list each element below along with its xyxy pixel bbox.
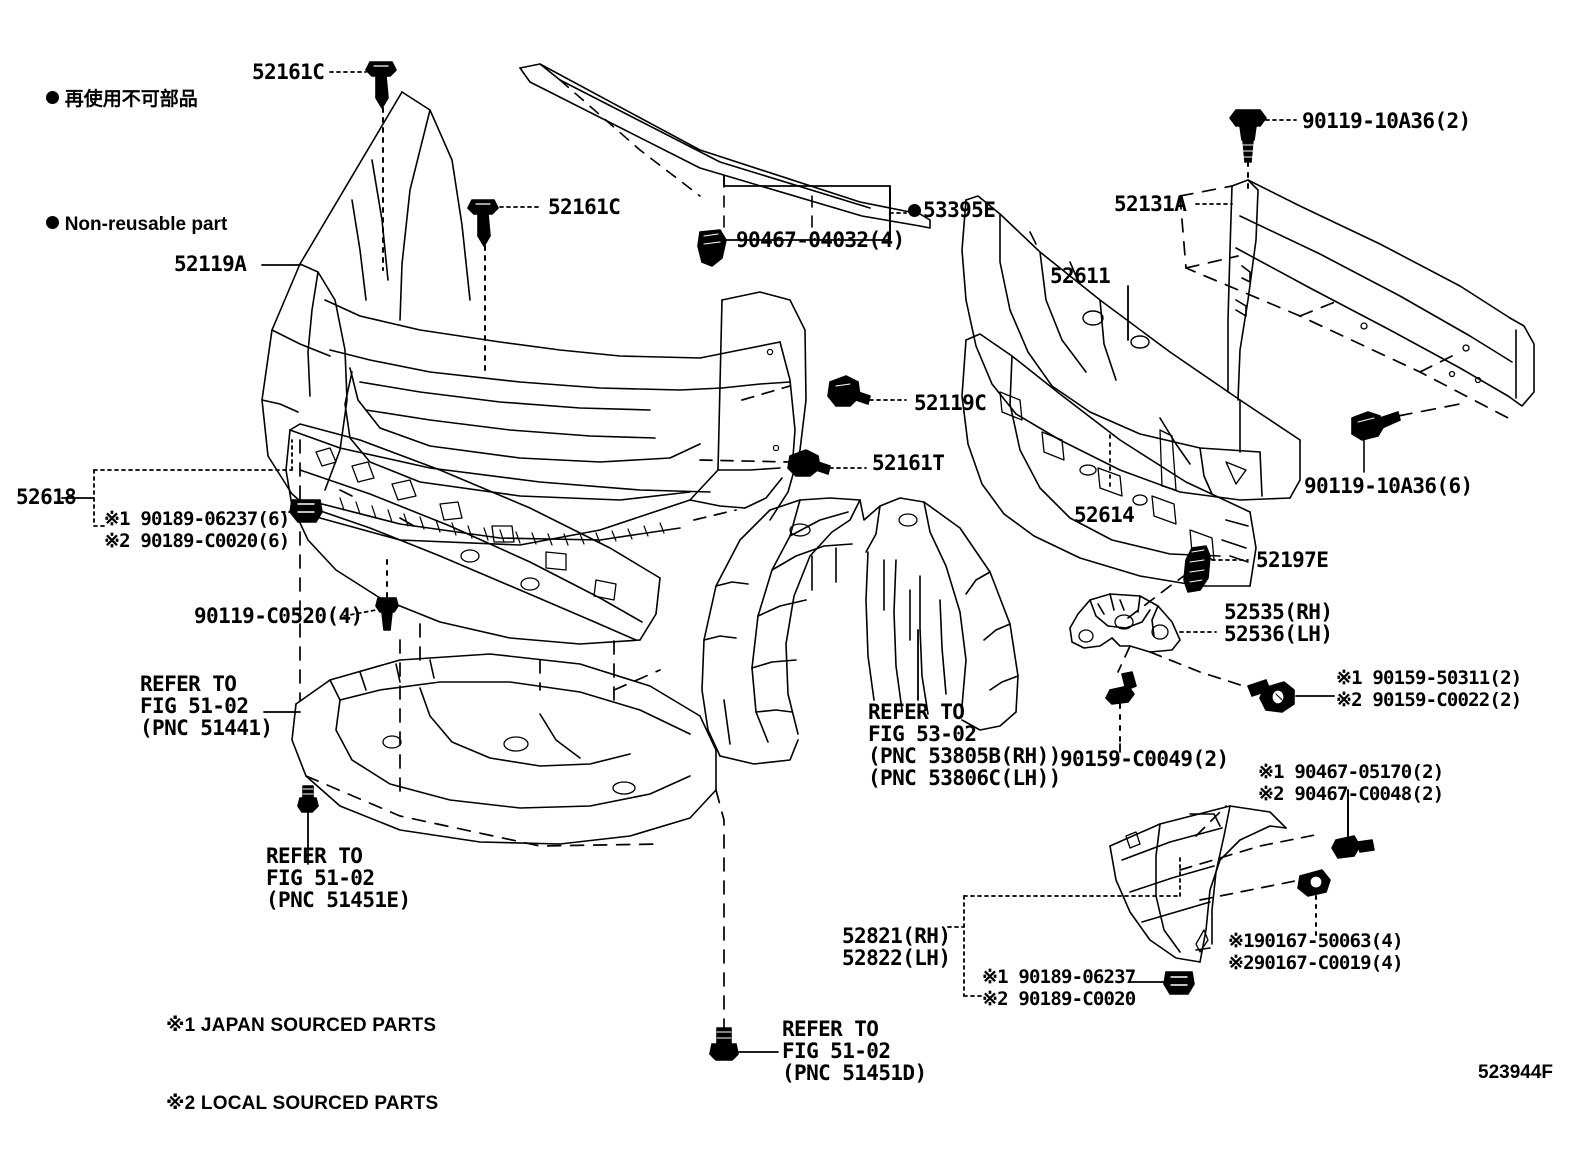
label-90119-10a36-2[interactable]: 90119-10A36(2) bbox=[1302, 109, 1471, 133]
fastener-90159-c0049 bbox=[1105, 671, 1137, 705]
part-engine-under-cover bbox=[291, 653, 717, 845]
label-90467-04032[interactable]: 90467-04032(4) bbox=[736, 228, 905, 252]
label-90189-c0020-6[interactable]: ※2 90189-C0020(6) bbox=[104, 530, 290, 552]
label-53395e: 53395E bbox=[923, 198, 996, 222]
fastener-52161c-mid bbox=[467, 199, 499, 247]
fastener-90159-50311 bbox=[1247, 679, 1295, 713]
part-52119a-bumper-cover bbox=[261, 91, 807, 546]
part-fender-liner bbox=[701, 497, 1019, 765]
label-52611[interactable]: 52611 bbox=[1050, 264, 1111, 288]
fastener-90119-10a36-6 bbox=[1351, 411, 1401, 441]
filled-circle-icon bbox=[45, 216, 59, 230]
label-52119a[interactable]: 52119A bbox=[174, 252, 247, 276]
label-52131a[interactable]: 52131A bbox=[1114, 192, 1187, 216]
label-90119-10a36-6[interactable]: 90119-10A36(6) bbox=[1304, 474, 1473, 498]
label-90167-c0019[interactable]: ※290167-C0019(4) bbox=[1228, 952, 1404, 974]
legend-row-japanese: 再使用不可部品 bbox=[14, 62, 227, 137]
part-52614-absorber bbox=[961, 333, 1257, 587]
fastener-90189-06237-nut bbox=[1163, 971, 1195, 995]
fastener-90119-10a36-2 bbox=[1229, 109, 1267, 163]
fastener-51451e-screw bbox=[297, 785, 319, 813]
legend-english-text: Non-reusable part bbox=[64, 214, 228, 235]
label-52161t[interactable]: 52161T bbox=[872, 451, 945, 475]
label-90167-50063[interactable]: ※190167-50063(4) bbox=[1228, 930, 1404, 952]
label-90159-c0022[interactable]: ※2 90159-C0022(2) bbox=[1336, 689, 1522, 711]
figure-id: 523944F bbox=[1478, 1062, 1554, 1083]
part-52197e-clip bbox=[1183, 545, 1211, 593]
label-90159-50311[interactable]: ※1 90159-50311(2) bbox=[1336, 667, 1522, 689]
fastener-90467-04032 bbox=[697, 229, 727, 267]
fastener-52161t bbox=[787, 449, 831, 477]
label-refer-51451e[interactable]: REFER TO FIG 51-02 (PNC 51451E) bbox=[266, 844, 411, 912]
legend-non-reusable: 再使用不可部品 Non-reusable part bbox=[14, 12, 227, 312]
fastener-90189-nut-52618 bbox=[289, 499, 323, 523]
label-52618[interactable]: 52618 bbox=[16, 485, 77, 509]
fastener-52119c bbox=[827, 375, 871, 407]
label-52161c-top[interactable]: 52161C bbox=[252, 60, 325, 84]
part-53395e-seal bbox=[519, 63, 931, 229]
label-90467-c0048[interactable]: ※2 90467-C0048(2) bbox=[1258, 783, 1444, 805]
part-52535-bracket bbox=[1069, 593, 1181, 653]
diagram-line-art bbox=[61, 61, 1535, 1061]
label-90119-c0520[interactable]: 90119-C0520(4) bbox=[194, 604, 363, 628]
fastener-90167-50063 bbox=[1297, 869, 1331, 897]
fastener-90119-c0520 bbox=[375, 597, 399, 631]
filled-circle-icon bbox=[908, 204, 921, 218]
parts-diagram-canvas: 再使用不可部品 Non-reusable part 52161C 52119A … bbox=[14, 12, 1554, 1114]
label-52822-lh[interactable]: 52822(LH) bbox=[842, 946, 951, 970]
label-90189-06237-6[interactable]: ※1 90189-06237(6) bbox=[104, 508, 290, 530]
source-note-local: ※2 LOCAL SOURCED PARTS bbox=[166, 1093, 439, 1114]
source-note-japan: ※1 JAPAN SOURCED PARTS bbox=[166, 1015, 437, 1036]
part-52821-spoiler bbox=[1109, 805, 1287, 963]
label-refer-51451d[interactable]: REFER TO FIG 51-02 (PNC 51451D) bbox=[782, 1017, 927, 1085]
label-52197e[interactable]: 52197E bbox=[1256, 548, 1329, 572]
part-52618-lower-cover bbox=[285, 423, 661, 645]
legend-row-english: Non-reusable part bbox=[14, 187, 227, 262]
part-52611-reinforcement bbox=[961, 195, 1301, 501]
filled-circle-icon bbox=[45, 91, 59, 105]
label-90189-c0020[interactable]: ※2 90189-C0020 bbox=[982, 988, 1136, 1010]
label-53395e-group[interactable]: 53395E bbox=[908, 198, 996, 222]
label-refer-51441[interactable]: REFER TO FIG 51-02 (PNC 51441) bbox=[140, 672, 273, 740]
label-52536-lh[interactable]: 52536(LH) bbox=[1224, 622, 1333, 646]
label-52614[interactable]: 52614 bbox=[1074, 503, 1135, 527]
label-90159-c0049[interactable]: 90159-C0049(2) bbox=[1060, 747, 1229, 771]
fastener-51451d-screw bbox=[709, 1027, 739, 1061]
fastener-52161c-top bbox=[365, 61, 397, 109]
part-52131a-hood-lock-brace bbox=[1227, 179, 1535, 407]
fastener-90467-c0048 bbox=[1331, 835, 1375, 859]
label-refer-53805[interactable]: REFER TO FIG 53-02 (PNC 53805B(RH)) (PNC… bbox=[868, 700, 1061, 790]
label-90189-06237[interactable]: ※1 90189-06237 bbox=[982, 966, 1136, 988]
legend-japanese-text: 再使用不可部品 bbox=[64, 88, 198, 110]
label-90467-05170[interactable]: ※1 90467-05170(2) bbox=[1258, 761, 1444, 783]
label-52821-rh[interactable]: 52821(RH) bbox=[842, 924, 951, 948]
label-52535-rh[interactable]: 52535(RH) bbox=[1224, 600, 1333, 624]
source-notes: ※1 JAPAN SOURCED PARTS ※2 LOCAL SOURCED … bbox=[166, 961, 438, 1169]
label-52119c[interactable]: 52119C bbox=[914, 391, 987, 415]
label-52161c-mid[interactable]: 52161C bbox=[548, 195, 621, 219]
